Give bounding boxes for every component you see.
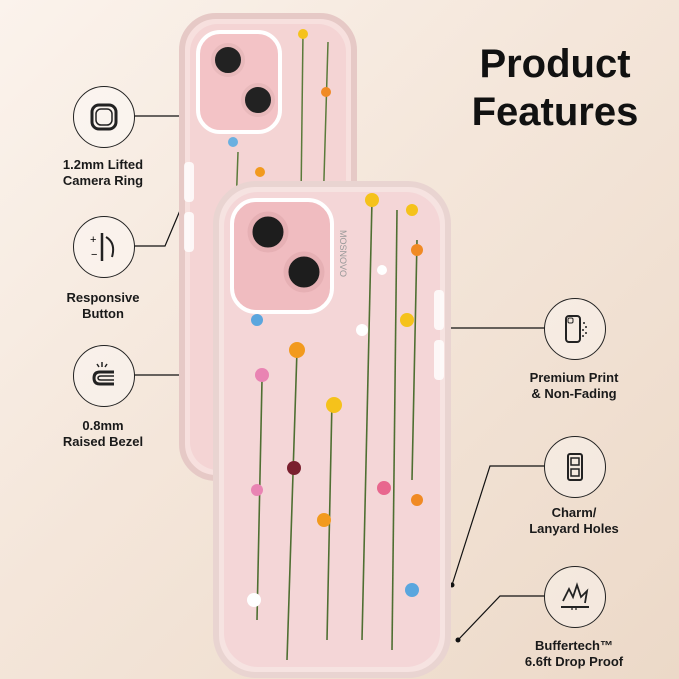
- raised-bezel-icon: [73, 345, 135, 407]
- feature-label-lanyard-holes: Charm/Lanyard Holes: [529, 505, 619, 536]
- title-line-2: Features: [471, 90, 639, 134]
- brand-logo: MOSNOVO: [338, 230, 348, 277]
- page-title: Product Features: [455, 40, 655, 136]
- button-press-icon: +−: [73, 216, 135, 278]
- feature-label-premium-print: Premium Print& Non-Fading: [529, 370, 619, 401]
- title-line-1: Product: [479, 42, 631, 86]
- svg-text:−: −: [91, 249, 97, 261]
- phone-case-front-view: MOSNOVO: [213, 181, 451, 678]
- drop-impact-icon: [544, 566, 606, 628]
- camera-ring-icon: [73, 86, 135, 148]
- svg-text:+: +: [90, 234, 96, 246]
- lanyard-holes-icon: [544, 436, 606, 498]
- print-phone-icon: [544, 298, 606, 360]
